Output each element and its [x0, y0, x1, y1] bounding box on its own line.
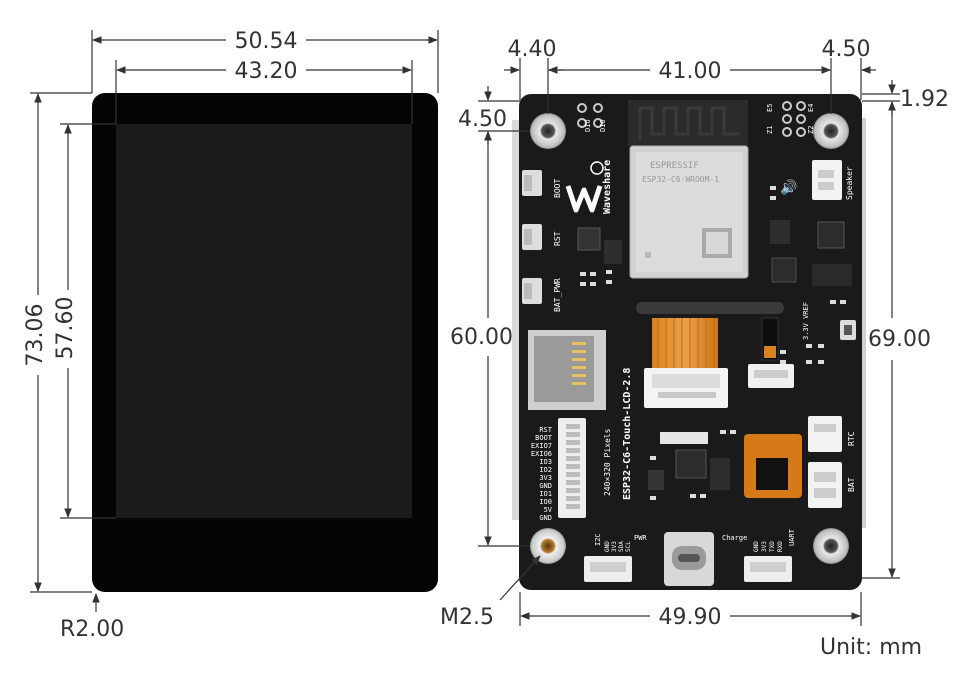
- i2c-pin-gnd: GND: [604, 541, 611, 552]
- pin-label-3v3: 3V3: [539, 474, 552, 482]
- unit-label: Unit: mm: [820, 635, 922, 660]
- charge-label: Charge: [722, 534, 747, 542]
- module-name: ESP32-C6-WROOM-1: [642, 175, 719, 184]
- dim-front-total-width: 50.54: [235, 29, 298, 54]
- pin-label-5v: 5V: [544, 506, 553, 514]
- rtc-label: RTC: [847, 431, 856, 446]
- mount-hole-bottom-left: [530, 528, 566, 564]
- sd-card-slot: [528, 330, 606, 410]
- esp32-module: ESPRESSIF ESP32-C6-WROOM-1: [629, 145, 749, 279]
- pin-label-io1: IO1: [539, 490, 552, 498]
- pin-label-exio6: EXIO6: [531, 450, 552, 458]
- mount-hole-top-left: [530, 113, 566, 149]
- dim-board-right-offset: 4.50: [822, 37, 871, 62]
- left-pin-labels: RST BOOT EXIO7 EXIO6 IO3 IO2 3V3 GND IO1…: [531, 426, 553, 522]
- pin-label-rst: RST: [539, 426, 552, 434]
- pcb-back-view: DIO DIO E5 Z1 E4 Z2 ESPRESSIF ESP32-C6-W…: [512, 94, 866, 590]
- top-test-pads: [577, 101, 806, 137]
- waveshare-logo: [565, 161, 604, 213]
- bat-label: BAT: [847, 477, 856, 492]
- dim-front-corner-radius: R2.00: [60, 617, 124, 642]
- dim-board-hole-pitch-y: 60.00: [450, 325, 513, 350]
- pin-label-gnd-2: GND: [539, 514, 552, 522]
- mount-hole-top-right: [813, 113, 849, 149]
- module-vendor: ESPRESSIF: [650, 161, 699, 171]
- uart-label: UART: [788, 528, 796, 546]
- mount-hole-bottom-right: [813, 528, 849, 564]
- i2c-pin-3v3: 3V3: [611, 541, 618, 552]
- touch-flex-pad: [744, 434, 802, 498]
- i2c-pin-sda: SDA: [618, 541, 625, 552]
- side-buttons: [522, 170, 542, 304]
- brand-label: Waveshare: [602, 160, 613, 214]
- touch-fpc-cable: [748, 317, 794, 388]
- left-pin-header: [558, 418, 586, 518]
- pad-label-dio-2: DIO: [599, 119, 607, 132]
- button-label-boot: BOOT: [553, 179, 562, 198]
- uart-pin-3v3: 3V3: [761, 541, 768, 552]
- pwr-label: PWR: [634, 534, 647, 542]
- dim-board-width: 49.90: [659, 605, 722, 630]
- usb-c-port: [664, 532, 714, 586]
- speaker-connector: [812, 160, 842, 200]
- dim-board-hole-pitch-x: 41.00: [659, 59, 722, 84]
- dim-board-hole-top-offset: 4.50: [458, 107, 507, 132]
- button-label-bat-pwr: BAT_PWR: [553, 278, 562, 312]
- dim-front-active-width: 43.20: [235, 59, 298, 84]
- pin-label-io0: IO0: [539, 498, 552, 506]
- front-view: 50.54 43.20 73.06 57.60 R2.00: [23, 29, 439, 642]
- dim-board-height: 69.00: [868, 327, 931, 352]
- pad-label-z2: Z2: [807, 126, 815, 134]
- lcd-active-area: [116, 124, 412, 518]
- dim-front-active-height: 57.60: [53, 297, 78, 360]
- pad-label-z1: Z1: [766, 126, 774, 134]
- pad-label-dio-1: DIO: [584, 119, 592, 132]
- pin-label-exio7: EXIO7: [531, 442, 552, 450]
- lcd-fpc-cable: [644, 318, 728, 408]
- button-label-rst: RST: [553, 231, 562, 246]
- i2c-label: I2C: [594, 533, 602, 546]
- pin-label-io2: IO2: [539, 466, 552, 474]
- back-dimensions: 4.40 41.00 4.50 1.92 69.00 4.50 60.00: [440, 37, 949, 630]
- pin-label-gnd-1: GND: [539, 482, 552, 490]
- uart-pin-txd: TXD: [769, 541, 776, 552]
- pin-label-io3: IO3: [539, 458, 552, 466]
- board-model: ESP32-C6-Touch-LCD-2.8: [622, 368, 633, 500]
- pad-label-e5: E5: [766, 104, 774, 112]
- pad-label-e4: E4: [807, 104, 815, 112]
- i2c-pin-scl: SCL: [625, 541, 632, 552]
- dim-mount-hole: M2.5: [440, 605, 494, 630]
- uart-pin-rxd: RXD: [777, 541, 784, 552]
- speaker-label: Speaker: [845, 166, 854, 200]
- pin-label-boot: BOOT: [535, 434, 553, 442]
- board-resolution: 240×320 Pixels: [603, 428, 612, 496]
- dim-front-total-height: 73.06: [23, 304, 48, 367]
- vref-label: 3.3V VREF: [802, 302, 810, 340]
- dim-board-top-offset: 1.92: [900, 87, 949, 112]
- speaker-icon: 🔊: [780, 178, 797, 196]
- uart-pin-gnd: GND: [753, 541, 760, 552]
- dim-board-left-offset: 4.40: [508, 37, 557, 62]
